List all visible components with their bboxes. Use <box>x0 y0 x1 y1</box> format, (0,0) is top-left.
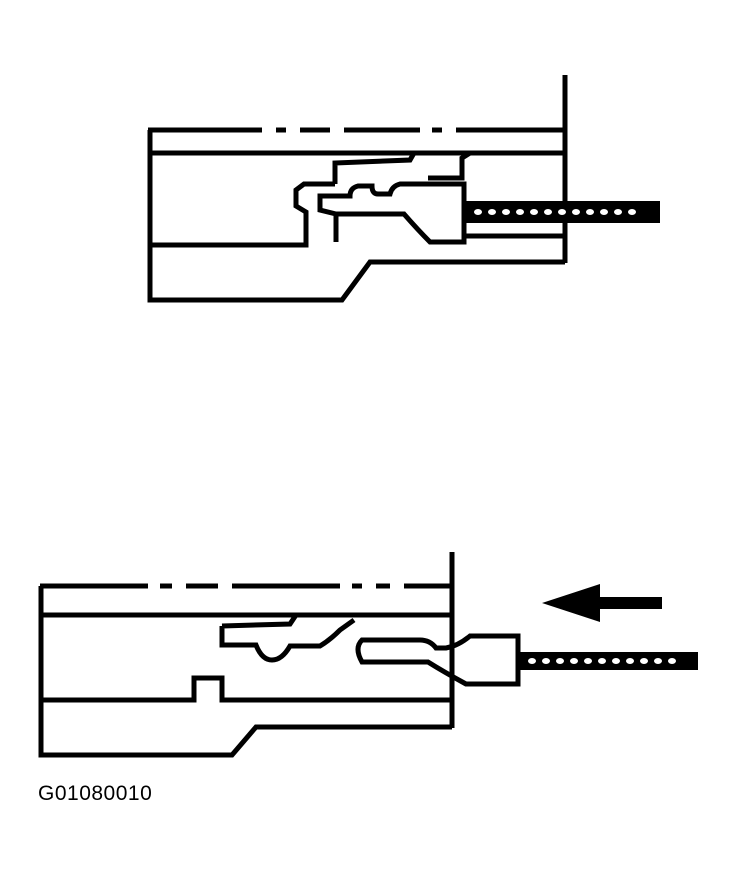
top-housing-lower-rail <box>150 181 335 248</box>
bottom-terminal-body <box>355 633 521 687</box>
top-wire <box>464 201 660 223</box>
left-arrow-icon <box>542 584 662 622</box>
bottom-housing-outline <box>38 586 452 758</box>
figure-code-label: G01080010 <box>38 782 153 805</box>
bottom-connector-diagram <box>38 552 521 758</box>
bottom-wire <box>518 652 698 670</box>
top-locking-lance <box>332 150 472 184</box>
top-connector-diagram <box>147 75 568 303</box>
bottom-locking-lance <box>219 613 356 663</box>
top-terminal-body <box>317 181 467 245</box>
bottom-housing-lower-rail <box>41 675 452 703</box>
